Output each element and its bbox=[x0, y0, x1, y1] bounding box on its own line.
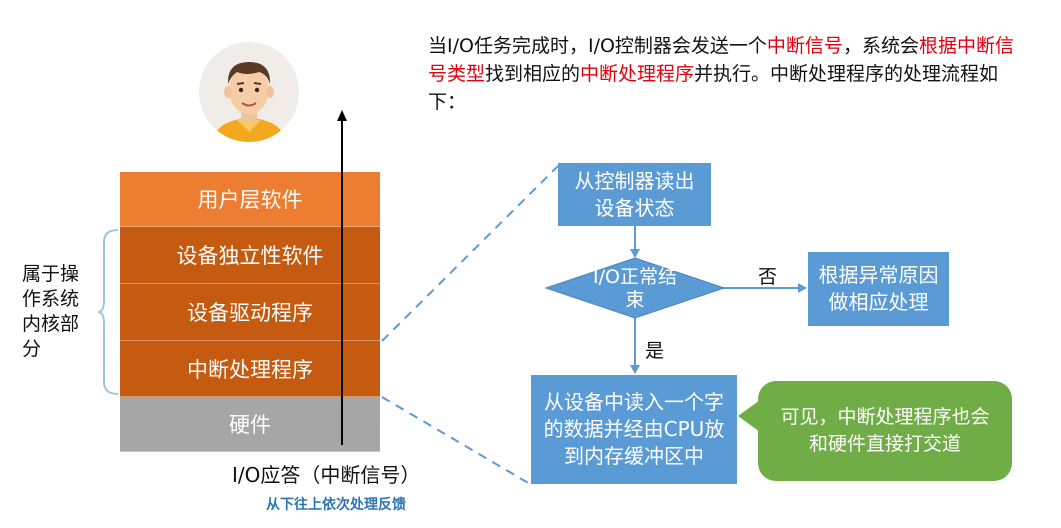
flow-handle-error-label: 根据异常原因做相应处理 bbox=[818, 263, 939, 314]
intro-highlight-handler: 中断处理程序 bbox=[580, 63, 695, 85]
intro-text-3: 找到相应的 bbox=[485, 63, 581, 85]
layer-interrupt-handler: 中断处理程序 bbox=[120, 341, 380, 397]
kernel-side-label: 属于操作系统内核部分 bbox=[22, 263, 80, 360]
layer-interrupt-label: 中断处理程序 bbox=[187, 357, 313, 382]
intro-text-1: 当I/O任务完成时，I/O控制器会发送一个 bbox=[428, 35, 767, 57]
intro-highlight-interrupt-signal: 中断信号 bbox=[766, 35, 843, 57]
layer-device-independent-software: 设备独立性软件 bbox=[120, 227, 380, 284]
flow-decision-diamond bbox=[545, 257, 725, 319]
intro-text-2: ，系统会 bbox=[842, 35, 919, 57]
layer-independent-label: 设备独立性软件 bbox=[176, 244, 324, 268]
intro-highlight-by-signal-type: 根据中断信号类型 bbox=[428, 35, 1014, 85]
flow-read-status-box: 从控制器读出设备状态 bbox=[558, 163, 711, 226]
layer-hardware-label: 硬件 bbox=[229, 413, 271, 437]
layer-device-driver: 设备驱动程序 bbox=[120, 284, 380, 341]
layer-driver-label: 设备驱动程序 bbox=[187, 301, 313, 325]
flow-read-status-label: 从控制器读出设备状态 bbox=[574, 168, 695, 220]
upward-arrow-icon bbox=[337, 110, 347, 445]
callout-pointer-icon bbox=[738, 400, 760, 432]
intro-paragraph: 当I/O任务完成时，I/O控制器会发送一个中断信号，系统会根据中断信号类型找到相… bbox=[428, 32, 1028, 116]
flow-handle-error-box: 根据异常原因做相应处理 bbox=[808, 252, 949, 326]
flow-yes-label: 是 bbox=[645, 340, 665, 362]
flow-decision-label: I/O正常结束 bbox=[593, 266, 677, 311]
layer-user-label: 用户层软件 bbox=[197, 188, 303, 212]
callout-text: 可见，中断处理程序也会和硬件直接打交道 bbox=[780, 406, 990, 455]
layer-user-software: 用户层软件 bbox=[120, 172, 380, 227]
flow-read-data-label: 从设备中读入一个字的数据并经由CPU放到内存缓冲区中 bbox=[543, 390, 725, 468]
user-avatar-icon bbox=[199, 42, 299, 142]
intro-text-4: 并执行。中断处理程序的处理流程如下： bbox=[428, 63, 999, 113]
flow-no-label: 否 bbox=[758, 266, 778, 288]
kernel-brace-icon bbox=[97, 229, 119, 395]
bottom-caption: 从下往上依次处理反馈 bbox=[266, 497, 406, 513]
layer-hardware: 硬件 bbox=[120, 397, 380, 452]
callout-note: 可见，中断处理程序也会和硬件直接打交道 bbox=[758, 381, 1012, 481]
flow-read-data-box: 从设备中读入一个字的数据并经由CPU放到内存缓冲区中 bbox=[531, 375, 737, 484]
io-response-label: I/O应答（中断信号） bbox=[232, 463, 421, 487]
